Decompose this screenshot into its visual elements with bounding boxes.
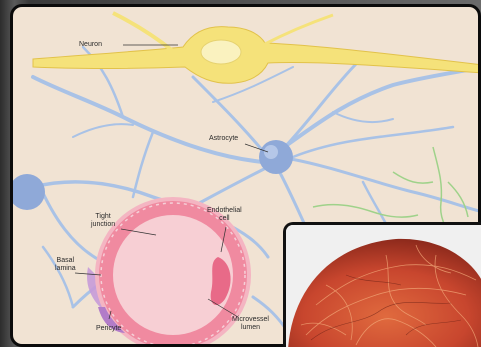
label-neuron: Neuron xyxy=(79,41,102,49)
label-endothelial-cell: Endothelial cell xyxy=(207,207,242,223)
capillary-network-image xyxy=(286,225,481,347)
label-microvessel-lumen: Microvessel lumen xyxy=(232,316,269,332)
capillary-network-photo xyxy=(283,222,481,347)
label-astrocyte: Astrocyte xyxy=(209,135,238,143)
label-tight-junction: Tight junction xyxy=(91,213,115,229)
label-basal-lamina: Basal lamina xyxy=(55,257,76,273)
label-pericyte: Pericyte xyxy=(96,325,121,333)
